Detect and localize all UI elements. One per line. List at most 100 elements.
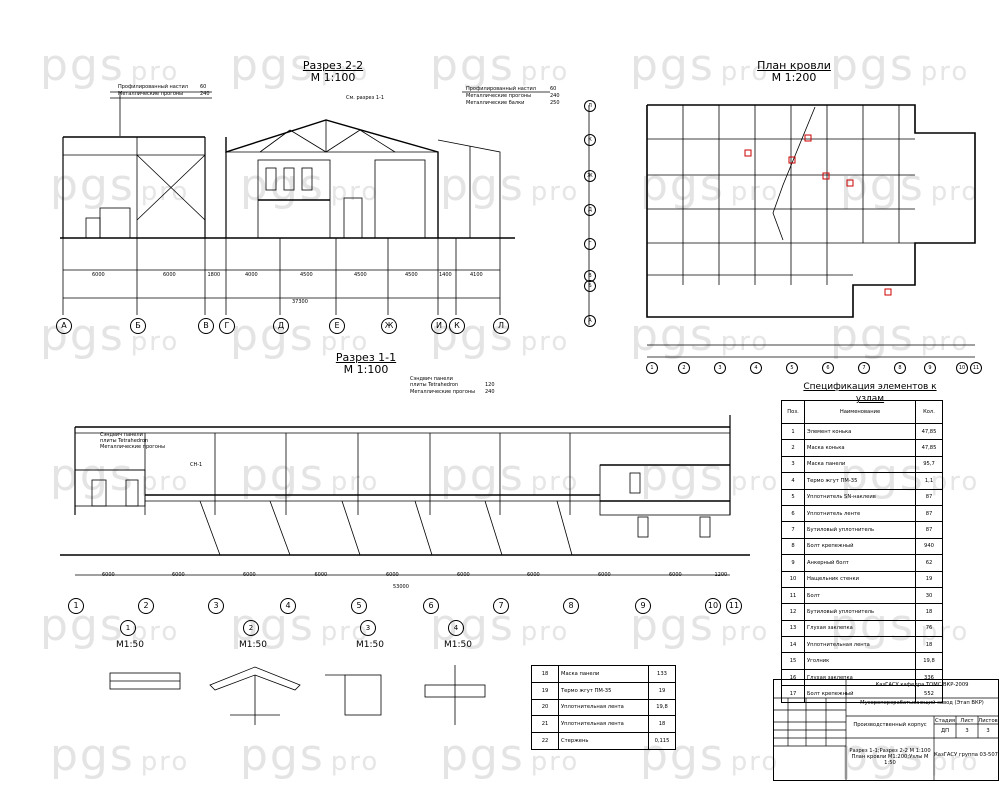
watermark-brand: pgs <box>240 730 325 781</box>
watermark-suffix: pro <box>720 617 770 647</box>
axis-bubble-3: В <box>198 318 214 334</box>
s22-rnote-2-val: 240 <box>550 93 560 99</box>
axis-bubble-4: 4 <box>280 598 296 614</box>
spec-pos: 20 <box>531 698 559 717</box>
spec-pos: 11 <box>781 586 805 605</box>
spec-pos: 14 <box>781 636 805 654</box>
spec-name: Термо жгут ПМ-35 <box>558 681 649 700</box>
dim-label: 4500 <box>405 272 418 278</box>
plan-axis-bubble-10: 10 <box>956 362 968 374</box>
axis-bubble-5: 5 <box>351 598 367 614</box>
plan-axis-bubble-9: 9 <box>924 362 936 374</box>
spec-pos: 6 <box>781 504 805 523</box>
spec-pos: 22 <box>531 732 559 750</box>
spec-title: Спецификация элементов к узлам <box>803 382 937 404</box>
node-scale-1: M1:50 <box>116 640 144 650</box>
s11-note-1: Сэндвич панели <box>410 376 453 382</box>
stamp-sheets-label: Листов <box>978 718 998 724</box>
axis-bubble-9: 9 <box>635 598 651 614</box>
node-scale-4: M1:50 <box>444 640 472 650</box>
s11-left-note-2: плиты Tetrahedron <box>100 438 149 444</box>
dim-label: 6000 <box>598 572 611 578</box>
plan-axis-bubble-5: Г <box>584 238 596 250</box>
watermark-suffix: pro <box>140 747 190 777</box>
plan-axis-bubble-2: 2 <box>678 362 690 374</box>
spec-pos: 12 <box>781 603 805 621</box>
spec-pos: 5 <box>781 488 805 506</box>
spec-pos: 3 <box>781 455 805 474</box>
plan-axis-bubble-6: 6 <box>822 362 834 374</box>
plan-axis-bubble-2: К <box>584 134 596 146</box>
s22-ref: См. разрез 1-1 <box>346 95 385 101</box>
spec-pos: 10 <box>781 570 805 588</box>
spec-qty: 30 <box>915 586 943 605</box>
watermark-brand: pgs <box>630 40 715 91</box>
axis-bubble-6: Е <box>329 318 345 334</box>
spec-pos: 8 <box>781 537 805 556</box>
stamp-building: Производственный корпус <box>853 722 927 728</box>
spec-pos: 1 <box>781 422 805 441</box>
spec-name: Термо жгут ПМ-35 <box>804 472 916 490</box>
spec-col-name: Наименование <box>804 400 916 424</box>
section22-drawing <box>60 91 550 315</box>
plan-axis-bubble-3: 3 <box>714 362 726 374</box>
axis-bubble-10: 10 <box>705 598 721 614</box>
s11-note-2-val: 120 <box>485 382 495 388</box>
axis-bubble-4: Г <box>219 318 235 334</box>
spec-qty: 47,85 <box>915 422 943 441</box>
spec-qty: 940 <box>915 537 943 556</box>
axis-bubble-2: Б <box>130 318 146 334</box>
dim-label: 6000 <box>92 272 105 278</box>
spec-qty: 95,7 <box>915 455 943 474</box>
node-marker-1: 1 <box>120 620 136 636</box>
s22-rnote-1-val: 60 <box>550 86 557 92</box>
spec-qty: 18 <box>915 603 943 621</box>
spec-header-row: Поз. Наименование Кол. <box>781 400 943 424</box>
dim-label: 1200 <box>714 572 728 578</box>
spec-name: Маска конька <box>804 439 916 457</box>
dim-label: 6000 <box>669 572 682 578</box>
watermark-suffix: pro <box>520 617 570 647</box>
s11-note-3: Металлические прогоны <box>410 389 476 395</box>
spec-name: Уплотнительная лента <box>558 698 649 717</box>
dim-label: 6000 <box>102 572 115 578</box>
axis-bubble-3: 3 <box>208 598 224 614</box>
spec-qty: 87 <box>915 504 943 523</box>
spec-qty: 0,115 <box>648 732 676 750</box>
stamp-org: КазГАСУ группа 03-507 <box>934 752 998 758</box>
spec-pos: 19 <box>531 681 559 700</box>
s22-note-2-val: 240 <box>200 91 210 97</box>
s11-total: 53000 <box>393 584 409 590</box>
plan-axis-bubble-7: Б <box>584 280 596 292</box>
spec-pos: 9 <box>781 554 805 572</box>
plan-axis-bubble-1: Л <box>584 100 596 112</box>
s22-rnote-3-val: 250 <box>550 100 560 106</box>
s11-left-note-1: Сэндвич панели <box>100 432 143 438</box>
node-marker-3: 3 <box>360 620 376 636</box>
dim-label: 6000 <box>163 272 176 278</box>
plan-axis-bubble-4: Д <box>584 204 596 216</box>
spec-qty: 18 <box>915 636 943 654</box>
spec-pos: 15 <box>781 652 805 670</box>
spec-name: Уплотнитель ленте <box>804 504 916 523</box>
axis-bubble-8: 8 <box>563 598 579 614</box>
node-marker-4: 4 <box>448 620 464 636</box>
node-scale-3: M1:50 <box>356 640 384 650</box>
stamp-project: Мусороперерабатывающий завод (Этап ВКР) <box>860 700 984 706</box>
